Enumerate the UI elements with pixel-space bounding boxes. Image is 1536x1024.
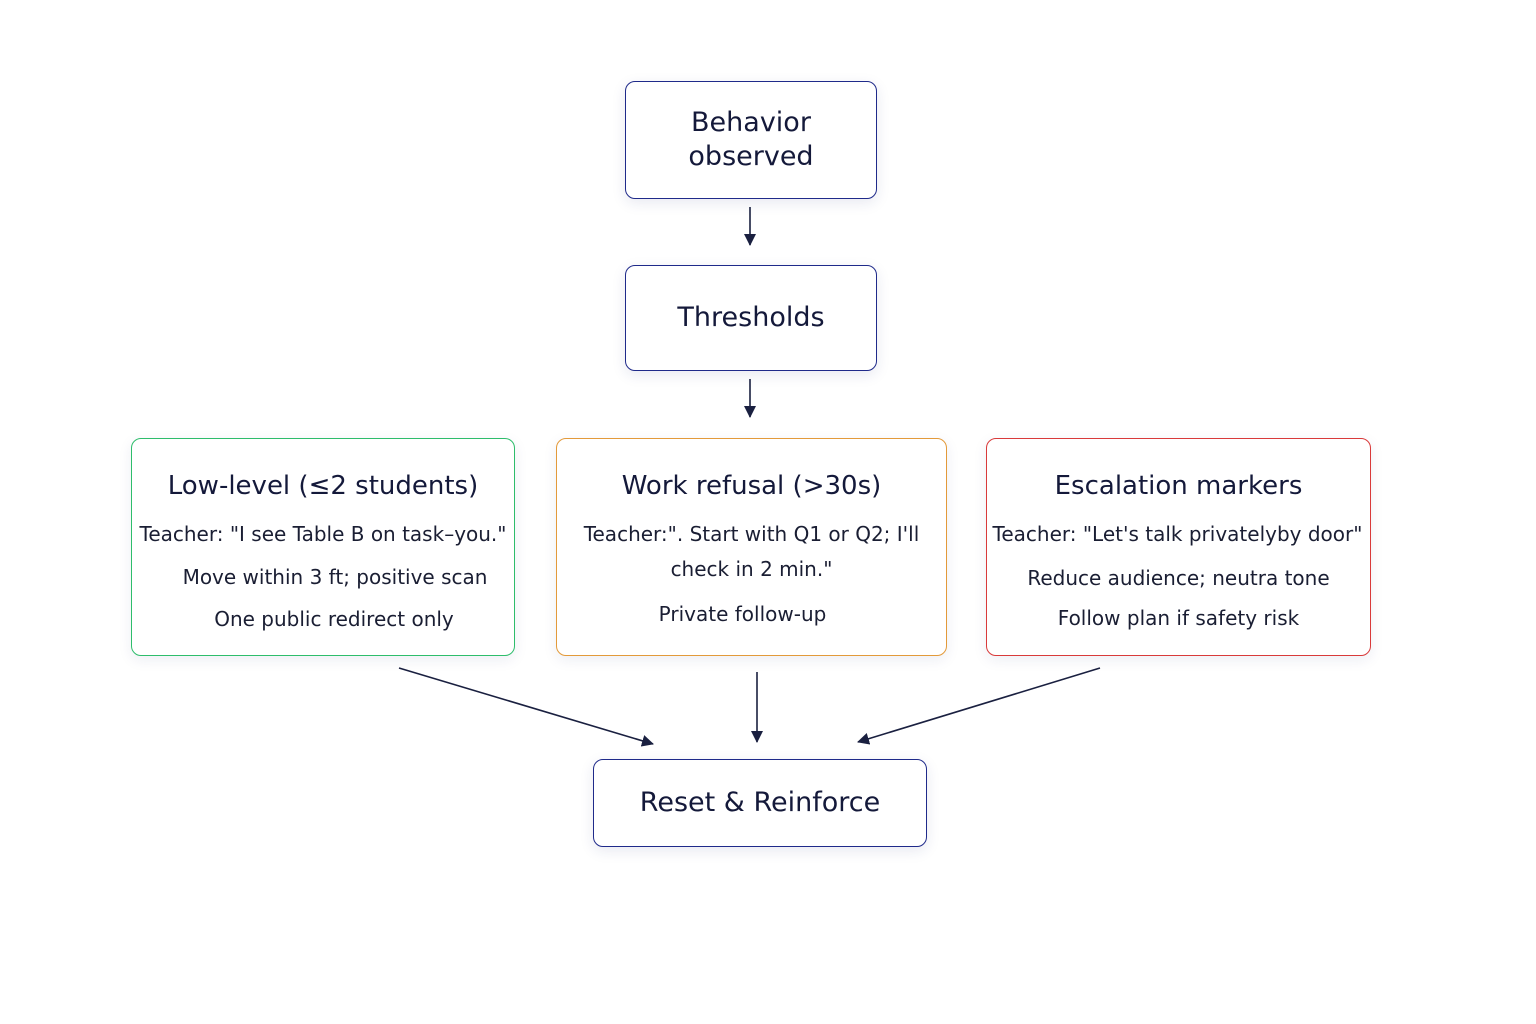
escalation-branch: Escalation markers Teacher: "Let's talk … [986,438,1371,656]
arrow-low-to-reset [398,667,654,747]
work-refusal-line-2: check in 2 min." [670,557,833,581]
work-refusal-line-1: Teacher:". Start with Q1 or Q2; I'll [583,522,920,546]
thresholds-label: Thresholds [677,302,825,333]
work-refusal-branch: Work refusal (>30s) Teacher:". Start wit… [556,438,947,656]
low-level-title: Low-level (≤2 students) [167,471,479,501]
reset-reinforce-node: Reset & Reinforce [593,759,927,847]
escalation-line-1: Teacher: "Let's talk privatelyby door" [992,522,1363,546]
behavior-observed-node: Behavior observed [625,81,877,199]
arrow-escalation-to-reset [857,667,1101,745]
work-refusal-title: Work refusal (>30s) [621,471,882,501]
work-refusal-line-3: Private follow-up [658,602,827,626]
escalation-title: Escalation markers [1054,471,1303,501]
low-level-branch: Low-level (≤2 students) Teacher: "I see … [131,438,515,656]
escalation-line-3: Follow plan if safety risk [1057,606,1300,630]
escalation-line-2: Reduce audience; neutra tone [1027,566,1330,590]
behavior-observed-label: Behavior observed [688,107,814,172]
thresholds-node: Thresholds [625,265,877,371]
low-level-line-1: Teacher: "I see Table B on task–you." [139,522,507,546]
reset-reinforce-label: Reset & Reinforce [639,787,881,818]
low-level-line-2: Move within 3 ft; positive scan [182,565,488,589]
low-level-line-3: One public redirect only [214,607,454,631]
